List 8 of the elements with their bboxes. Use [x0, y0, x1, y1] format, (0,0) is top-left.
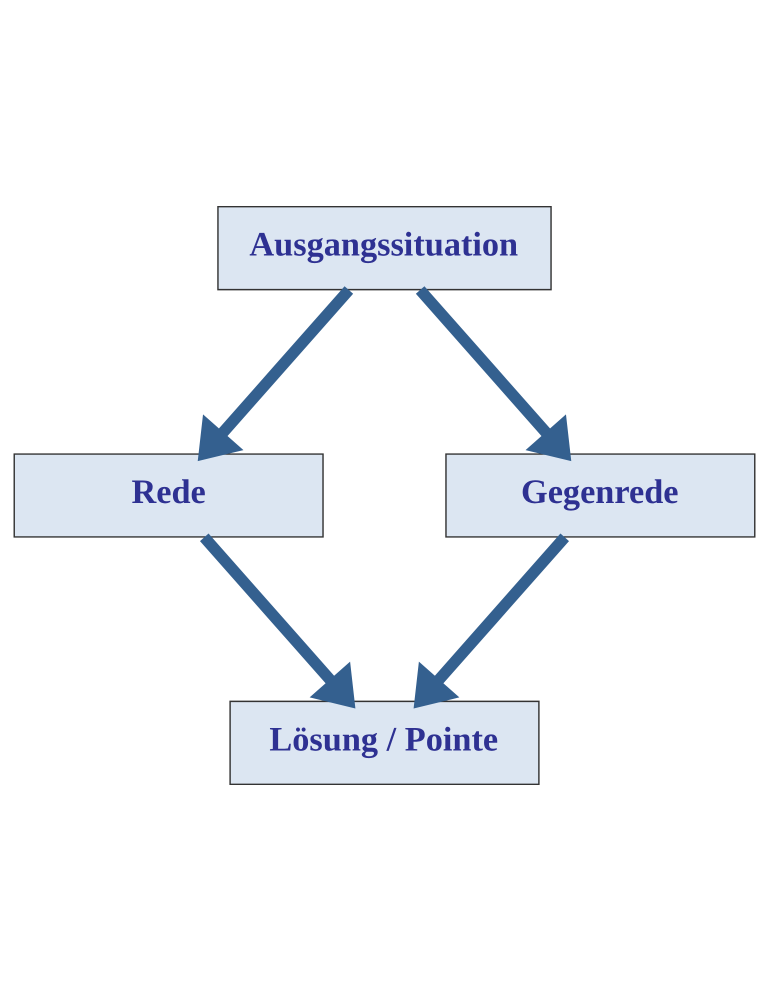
node-box: Lösung / Pointe — [229, 700, 540, 784]
node-box: Rede — [14, 452, 324, 538]
arrow — [198, 286, 354, 461]
node-box: Gegenrede — [445, 452, 756, 538]
arrow — [416, 286, 572, 461]
node-box: Ausgangssituation — [217, 206, 552, 290]
arrow — [414, 533, 570, 708]
arrow — [200, 533, 356, 708]
